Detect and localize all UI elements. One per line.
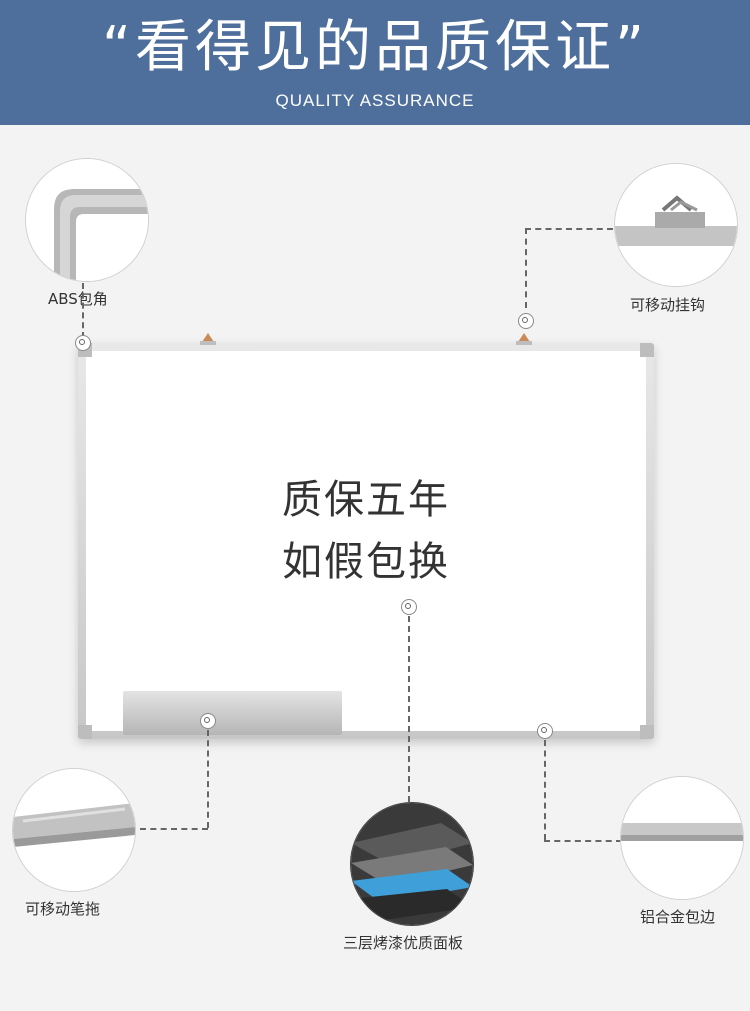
tray-leader-horizontal bbox=[140, 828, 208, 830]
hook-right-icon bbox=[516, 333, 532, 345]
tray-leader-vertical bbox=[207, 730, 209, 828]
corner-cap-bottom-left bbox=[78, 725, 92, 739]
panel-callout-image bbox=[350, 802, 474, 926]
hook-icon bbox=[615, 164, 737, 286]
frame-callout-image bbox=[620, 776, 744, 900]
abs-corner-icon bbox=[26, 159, 148, 281]
board-text-warranty: 质保五年 bbox=[282, 477, 450, 523]
panel-label: 三层烤漆优质面板 bbox=[343, 934, 464, 952]
whiteboard-surface bbox=[86, 351, 646, 731]
board-text-guarantee: 如假包换 bbox=[282, 539, 450, 585]
panel-marker-dot bbox=[401, 599, 417, 615]
hook-leader-vertical bbox=[525, 228, 527, 308]
panel-leader-line bbox=[408, 616, 410, 802]
corner-marker-dot bbox=[75, 335, 91, 351]
pen-tray bbox=[123, 691, 342, 735]
tray-marker-dot bbox=[200, 713, 216, 729]
corner-cap-top-right bbox=[640, 343, 654, 357]
pen-tray-icon bbox=[13, 769, 135, 891]
tray-callout-image bbox=[12, 768, 136, 892]
panel-layers-icon bbox=[351, 803, 473, 925]
header-banner: “看得见的品质保证” QUALITY ASSURANCE bbox=[0, 0, 750, 125]
whiteboard: 质保五年 如假包换 bbox=[78, 343, 654, 739]
tray-label: 可移动笔拖 bbox=[25, 900, 101, 918]
frame-marker-dot bbox=[537, 723, 553, 739]
frame-label: 铝合金包边 bbox=[640, 908, 716, 926]
aluminum-frame-icon bbox=[621, 777, 743, 899]
banner-title: “看得见的品质保证” bbox=[101, 15, 649, 80]
hook-leader-horizontal bbox=[525, 228, 613, 230]
hook-left-icon bbox=[200, 333, 216, 345]
corner-callout-image bbox=[25, 158, 149, 282]
corner-cap-bottom-right bbox=[640, 725, 654, 739]
corner-leader-line bbox=[82, 283, 84, 338]
banner-subtitle: QUALITY ASSURANCE bbox=[275, 91, 475, 110]
corner-label: ABS包角 bbox=[48, 290, 108, 308]
frame-leader-vertical bbox=[544, 740, 546, 840]
hook-marker-dot bbox=[518, 313, 534, 329]
frame-leader-horizontal bbox=[544, 840, 622, 842]
hook-label: 可移动挂钩 bbox=[630, 296, 706, 314]
hook-callout-image bbox=[614, 163, 738, 287]
